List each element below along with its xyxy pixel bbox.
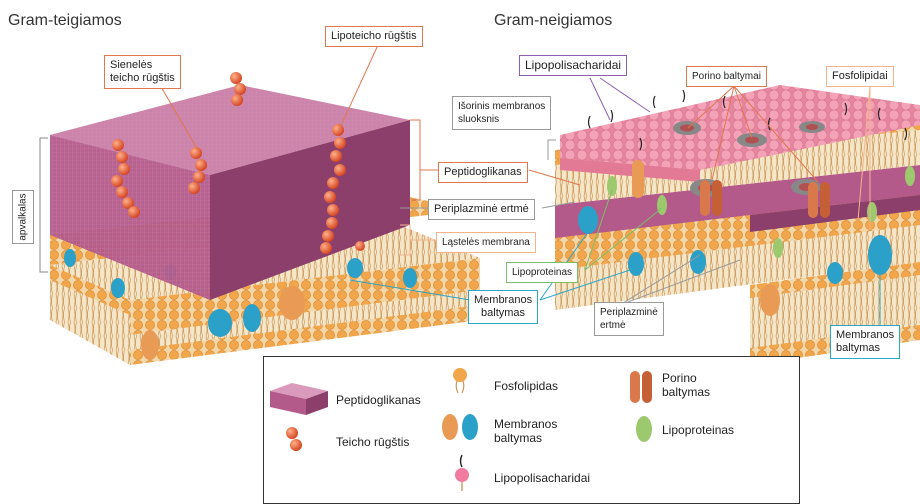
envelope-bracket [40, 138, 48, 272]
legend-porin-label: Porino baltymas [662, 371, 710, 399]
label-outer-membrane: Išorinis membranos sluoksnis [452, 96, 551, 130]
legend-phospholipid-icon [453, 368, 467, 393]
label-membrane-proteins-right: Membranos baltymas [830, 325, 900, 359]
label-lipoproteins: Lipoproteinas [506, 262, 578, 283]
label-membrane-proteins-left: Membranos baltymas [468, 290, 538, 324]
label-periplasmic-space-right: Periplazminė ertmė [594, 302, 664, 336]
legend-membrane-protein-icon [442, 414, 478, 440]
label-envelope: apvalkalas [12, 190, 34, 244]
legend-lipoprotein-icon [636, 416, 652, 442]
label-peptidoglycan: Peptidoglikanas [438, 162, 528, 183]
gram-positive-illustration [40, 72, 480, 365]
label-cell-membrane: Ląstelės membrana [436, 232, 536, 253]
legend-teichoic-icon [286, 427, 302, 451]
legend-lipoprotein-label: Lipoproteinas [662, 423, 734, 437]
gram-negative-title: Gram-neigiamos [494, 12, 612, 30]
label-periplasmic-space: Periplazminė ertmė [428, 199, 535, 220]
legend-peptidoglycan-label: Peptidoglikanas [336, 393, 421, 407]
label-porin-proteins: Porino baltymai [686, 66, 767, 87]
gram-positive-title: Gram-teigiamos [8, 12, 122, 30]
legend-lps-label: Lipopolisacharidai [494, 471, 590, 485]
label-envelope-text: apvalkalas [18, 193, 29, 240]
label-lipoteichoic-acid: Lipoteicho rūgštis [325, 26, 423, 47]
label-lipopolysaccharides: Lipopolisacharidai [519, 55, 627, 76]
legend-teichoic-label: Teicho rūgštis [336, 435, 409, 449]
legend: Peptidoglikanas Teicho rūgštis Fosfolipi… [263, 356, 800, 504]
legend-membrane-protein-label: Membranos baltymas [494, 417, 557, 445]
legend-peptidoglycan-icon [270, 383, 328, 415]
label-phospholipids: Fosfolipidai [826, 66, 894, 87]
legend-porin-icon [630, 371, 652, 403]
legend-lps-icon [455, 455, 469, 491]
legend-phospholipid-label: Fosfolipidas [494, 379, 558, 393]
label-wall-teichoic-acid: Sienelės teicho rūgštis [104, 55, 181, 89]
